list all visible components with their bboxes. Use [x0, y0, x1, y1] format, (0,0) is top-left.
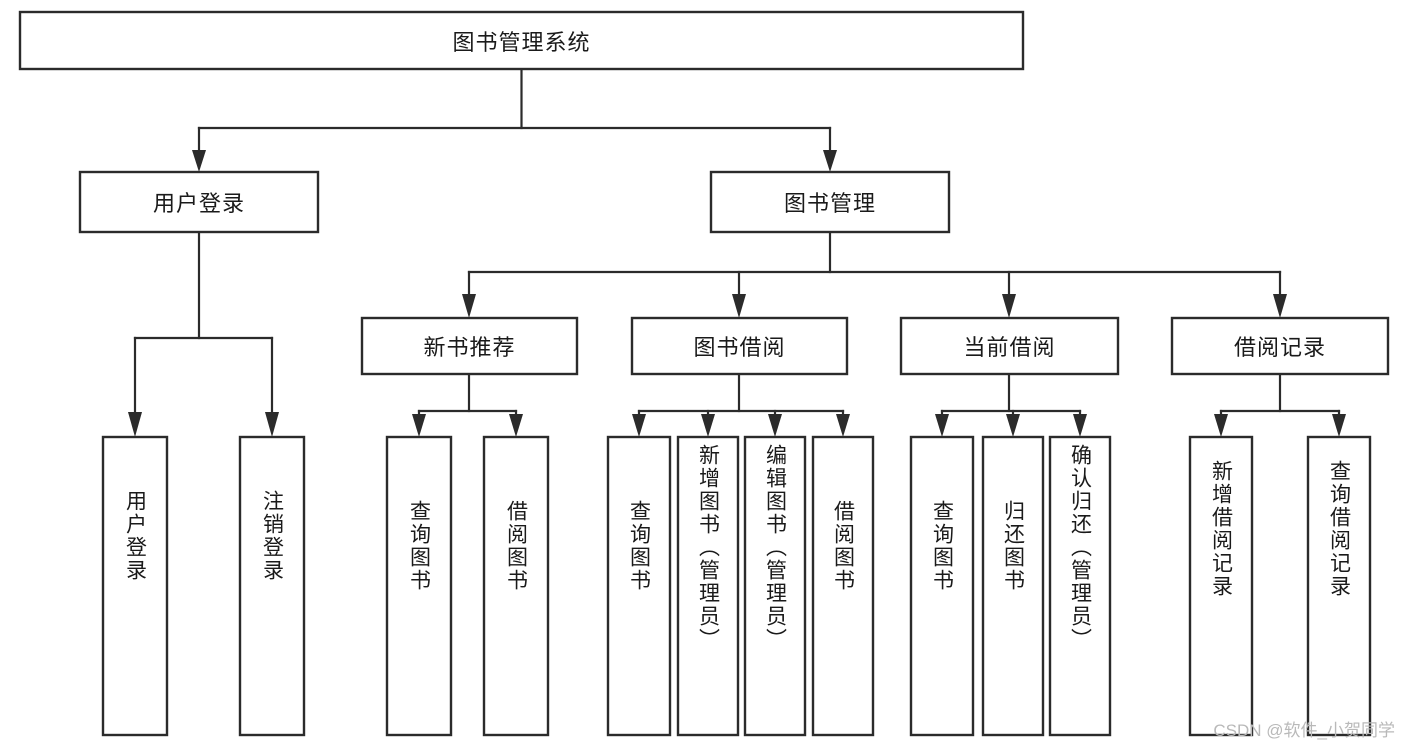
node-box-root[interactable]	[18, 10, 1025, 71]
node-box-leaf-add-record[interactable]	[1188, 435, 1254, 737]
csdn-watermark: CSDN @软件_小贺同学	[1213, 721, 1395, 740]
arrow-leaf-query-book-1	[412, 414, 426, 437]
node-box-leaf-borrow-book-1[interactable]	[482, 435, 550, 737]
arrow-leaf-edit-book	[768, 414, 782, 437]
node-box-book-borrow[interactable]	[630, 316, 849, 376]
node-box-borrow-record[interactable]	[1170, 316, 1390, 376]
arrow-leaf-return-book	[1006, 414, 1020, 437]
arrow-to-user-login	[192, 150, 206, 172]
node-box-book-manage[interactable]	[709, 170, 951, 234]
arrow-leaf-logout	[265, 412, 279, 437]
node-box-leaf-query-book-1[interactable]	[385, 435, 453, 737]
node-box-current-borrow[interactable]	[899, 316, 1120, 376]
node-boxes	[18, 10, 1390, 737]
node-box-leaf-add-book[interactable]	[676, 435, 740, 737]
node-box-leaf-borrow-book-2[interactable]	[811, 435, 875, 737]
node-box-leaf-edit-book[interactable]	[743, 435, 807, 737]
arrow-leaf-query-record	[1332, 414, 1346, 437]
arrow-leaf-query-book-2	[632, 414, 646, 437]
node-box-leaf-return-book[interactable]	[981, 435, 1045, 737]
arrow-leaf-add-book	[701, 414, 715, 437]
arrow-leaf-borrow-book-1	[509, 414, 523, 437]
node-box-leaf-query-book-2[interactable]	[606, 435, 672, 737]
node-box-leaf-logout[interactable]	[238, 435, 306, 737]
arrow-to-book-manage	[823, 150, 837, 172]
arrow-book-borrow	[732, 294, 746, 318]
node-box-leaf-confirm-return[interactable]	[1048, 435, 1112, 737]
arrow-leaf-add-record	[1214, 414, 1228, 437]
arrow-leaf-query-book-3	[935, 414, 949, 437]
arrow-leaf-borrow-book-2	[836, 414, 850, 437]
arrow-leaf-user-login	[128, 412, 142, 437]
node-box-user-login[interactable]	[78, 170, 320, 234]
node-box-leaf-query-record[interactable]	[1306, 435, 1372, 737]
node-box-new-book-recommend[interactable]	[360, 316, 579, 376]
arrow-new-book-recommend	[462, 294, 476, 318]
arrow-current-borrow	[1002, 294, 1016, 318]
arrow-leaf-confirm-return	[1073, 414, 1087, 437]
node-box-leaf-user-login[interactable]	[101, 435, 169, 737]
connector-lines	[128, 67, 1346, 437]
node-box-leaf-query-book-3[interactable]	[909, 435, 975, 737]
arrow-borrow-record	[1273, 294, 1287, 318]
